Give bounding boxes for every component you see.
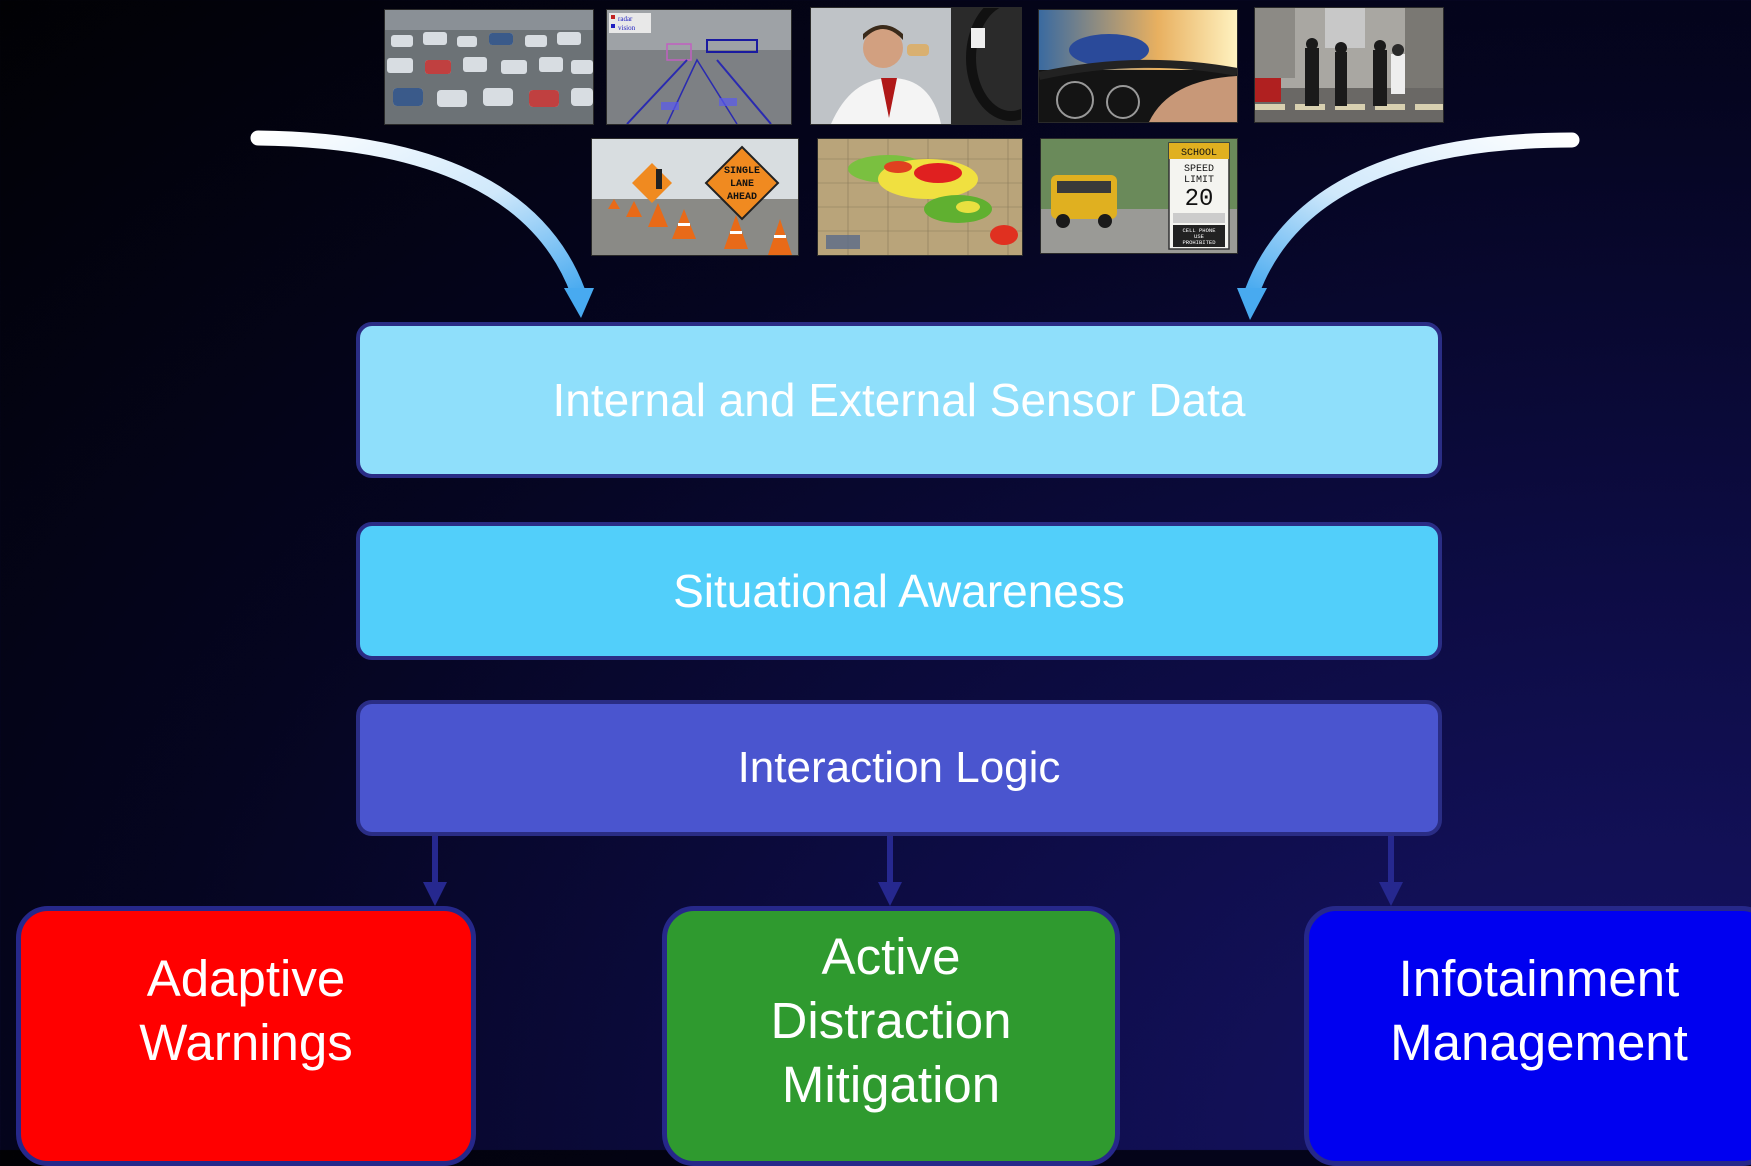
adaptive-warnings-line-1: Adaptive xyxy=(146,950,346,1007)
speed-value-text: 20 xyxy=(1185,186,1214,213)
vision-label: vision xyxy=(618,24,636,32)
adaptive-warnings-box: Adaptive Warnings xyxy=(16,906,476,1166)
construction-zone-photo: SINGLE LANE AHEAD xyxy=(591,138,799,256)
active-distraction-line-2: Distraction xyxy=(770,992,1012,1049)
traffic-jam-photo xyxy=(384,9,594,125)
distracted-driver-photo xyxy=(810,7,1022,125)
interaction-logic-layer: Interaction Logic xyxy=(356,700,1442,836)
speed-sign-text: SPEED xyxy=(1184,164,1214,175)
situational-awareness-label: Situational Awareness xyxy=(673,565,1125,617)
school-zone-photo: SCHOOL SPEED LIMIT 20 CELL PHONE USE PRO… xyxy=(1040,138,1238,254)
single-sign-text: SINGLE xyxy=(724,166,760,177)
adaptive-warnings-line-2: Warnings xyxy=(139,1014,353,1071)
radar-vision-photo: radar vision xyxy=(606,9,792,125)
situational-awareness-layer: Situational Awareness xyxy=(356,522,1442,660)
weather-radar-map-photo xyxy=(817,138,1023,256)
sensor-data-layer: Internal and External Sensor Data xyxy=(356,322,1442,478)
radar-label: radar xyxy=(618,15,633,23)
lane-sign-text: LANE xyxy=(730,179,754,190)
active-distraction-mitigation-box: Active Distraction Mitigation xyxy=(662,906,1120,1166)
infotainment-line-2: Management xyxy=(1390,1014,1688,1071)
limit-sign-text: LIMIT xyxy=(1184,175,1214,186)
connector-infotainment-head xyxy=(1379,882,1403,906)
infotainment-line-1: Infotainment xyxy=(1398,950,1680,1007)
connector-warnings-head xyxy=(423,882,447,906)
right-input-arrow xyxy=(1244,132,1580,300)
use-sign-text: USE xyxy=(1194,233,1205,240)
pedestrian-crossing-photo xyxy=(1254,7,1444,123)
connector-distraction-head xyxy=(878,882,902,906)
active-distraction-line-3: Mitigation xyxy=(781,1056,1001,1113)
interaction-logic-label: Interaction Logic xyxy=(737,743,1061,792)
ahead-sign-text: AHEAD xyxy=(727,192,757,203)
right-arrowhead xyxy=(1237,288,1267,320)
sensor-data-label: Internal and External Sensor Data xyxy=(552,374,1246,426)
school-sign-text: SCHOOL xyxy=(1181,148,1217,159)
infotainment-management-box: Infotainment Management xyxy=(1304,906,1751,1166)
active-distraction-line-1: Active xyxy=(821,928,961,985)
speeding-dashboard-photo xyxy=(1038,9,1238,123)
prohibited-sign-text: PROHIBITED xyxy=(1182,239,1216,246)
left-arrowhead xyxy=(564,288,594,318)
left-input-arrow xyxy=(250,130,586,300)
cell-phone-sign-text: CELL PHONE xyxy=(1182,227,1216,234)
